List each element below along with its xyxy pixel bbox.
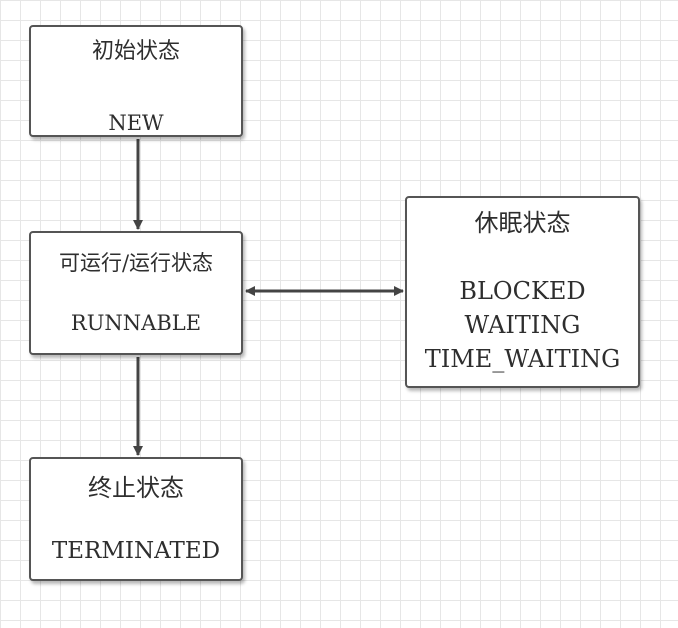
node-sleep-state-list: BLOCKED WAITING TIME_WAITING [407,274,638,376]
node-terminated-title: 终止状态 [88,474,184,502]
node-sleep-title: 休眠状态 [474,209,571,237]
node-runnable-title: 可运行/运行状态 [58,251,214,275]
node-runnable-label: RUNNABLE [70,311,202,335]
node-runnable-state[interactable]: 可运行/运行状态 RUNNABLE [29,231,243,355]
node-sleep-state-blocked: BLOCKED [459,277,586,305]
node-sleep-state[interactable]: 休眠状态 BLOCKED WAITING TIME_WAITING [405,196,640,388]
node-new-title: 初始状态 [91,39,180,64]
node-terminated-state[interactable]: 终止状态 TERMINATED [29,457,243,581]
node-new-state[interactable]: 初始状态 NEW [29,25,243,137]
node-sleep-state-time-waiting: TIME_WAITING [424,345,621,373]
node-sleep-state-waiting: WAITING [464,311,581,339]
node-new-label: NEW [108,111,164,135]
node-terminated-label: TERMINATED [51,538,221,564]
